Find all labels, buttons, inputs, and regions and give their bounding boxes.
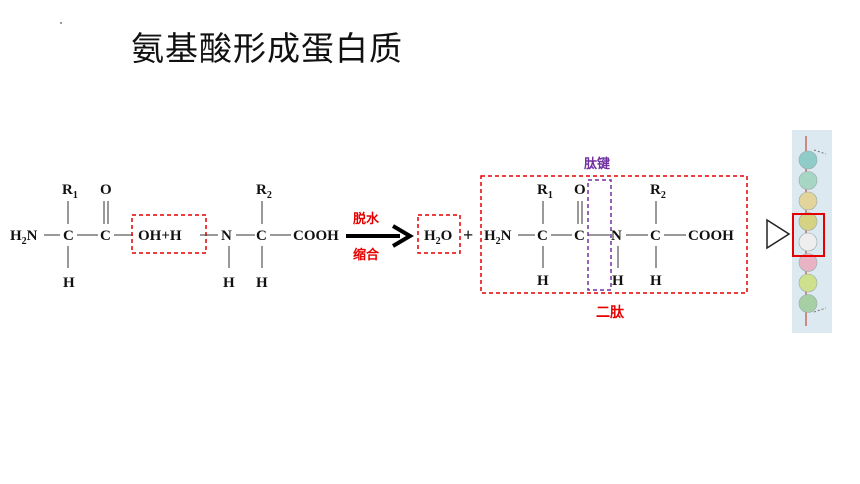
bead-highlight-box — [792, 213, 825, 257]
dp-carboxyl: COOH — [688, 228, 734, 244]
aa1-hydrogen: H — [63, 275, 75, 291]
dipeptide-label: 二肽 — [596, 305, 625, 321]
dp-carbonyl-oxygen: O — [574, 182, 586, 198]
dipeptide-structure: H2N C R1 H C O N H C R2 H COOH — [484, 182, 734, 289]
amino-acid-bead — [798, 294, 818, 313]
amino-acid-bead — [798, 150, 818, 170]
dp-r2-group: R2 — [650, 182, 666, 201]
amino-acid-1: H2N C R1 H C O — [10, 182, 133, 291]
aa1-carbonyl-oxygen: O — [100, 182, 112, 198]
aa2-hydrogen: H — [256, 275, 268, 291]
amino-acid-bead — [798, 273, 818, 293]
dp-carbonyl-carbon: C — [574, 228, 585, 244]
reaction-label-dehydration: 脱水 — [353, 211, 380, 227]
chain-continue-bottom — [813, 307, 827, 313]
amino-acid-bead — [798, 212, 818, 231]
aa2-nitrogen: N — [221, 228, 232, 244]
aa1-amine-group: H2N — [10, 228, 38, 247]
chain-continue-top — [813, 149, 827, 155]
dp-nitrogen: N — [611, 228, 622, 244]
amino-acid-bead — [798, 171, 818, 190]
triangle-pointer-icon — [766, 218, 791, 250]
amino-acid-2: N H C R2 H COOH — [221, 182, 339, 291]
dp-alpha-carbon-1: C — [537, 228, 548, 244]
dipeptide-box — [480, 175, 748, 294]
page-title: 氨基酸形成蛋白质 — [131, 29, 403, 68]
amino-acid-bead — [798, 232, 818, 252]
aa2-r-group: R2 — [256, 182, 272, 201]
aa1-r-group: R1 — [62, 182, 78, 201]
dp-r1-group: R1 — [537, 182, 553, 201]
dp-amide-hydrogen: H — [612, 273, 624, 289]
peptide-bond-box — [587, 179, 612, 291]
amino-acid-bead-chain — [792, 130, 832, 333]
amino-acid-bead — [798, 191, 818, 211]
plus-sign: + — [463, 225, 473, 245]
dp-alpha-carbon-2: C — [650, 228, 661, 244]
bead-chain-graphic — [792, 136, 827, 326]
aa2-alpha-carbon: C — [256, 228, 267, 244]
bead-group — [798, 150, 818, 313]
dp-hydrogen-2: H — [650, 273, 662, 289]
aa1-carboxyl-carbon: C — [100, 228, 111, 244]
aa2-carboxyl: COOH — [293, 228, 339, 244]
water-box — [417, 214, 461, 254]
aa2-amine-hydrogen: H — [223, 275, 235, 291]
stray-dot — [60, 22, 62, 24]
dp-hydrogen-1: H — [537, 273, 549, 289]
peptide-bond-label: 肽键 — [584, 156, 610, 172]
reaction-label-condensation: 缩合 — [353, 247, 380, 263]
reaction-arrow-head — [391, 224, 414, 248]
aa1-alpha-carbon: C — [63, 228, 74, 244]
removed-groups-box — [131, 214, 207, 254]
removed-groups-label: OH+H — [138, 228, 182, 244]
water-formula: H2O — [424, 228, 452, 247]
dp-amine-group: H2N — [484, 228, 512, 247]
amino-acid-bead — [798, 253, 818, 272]
